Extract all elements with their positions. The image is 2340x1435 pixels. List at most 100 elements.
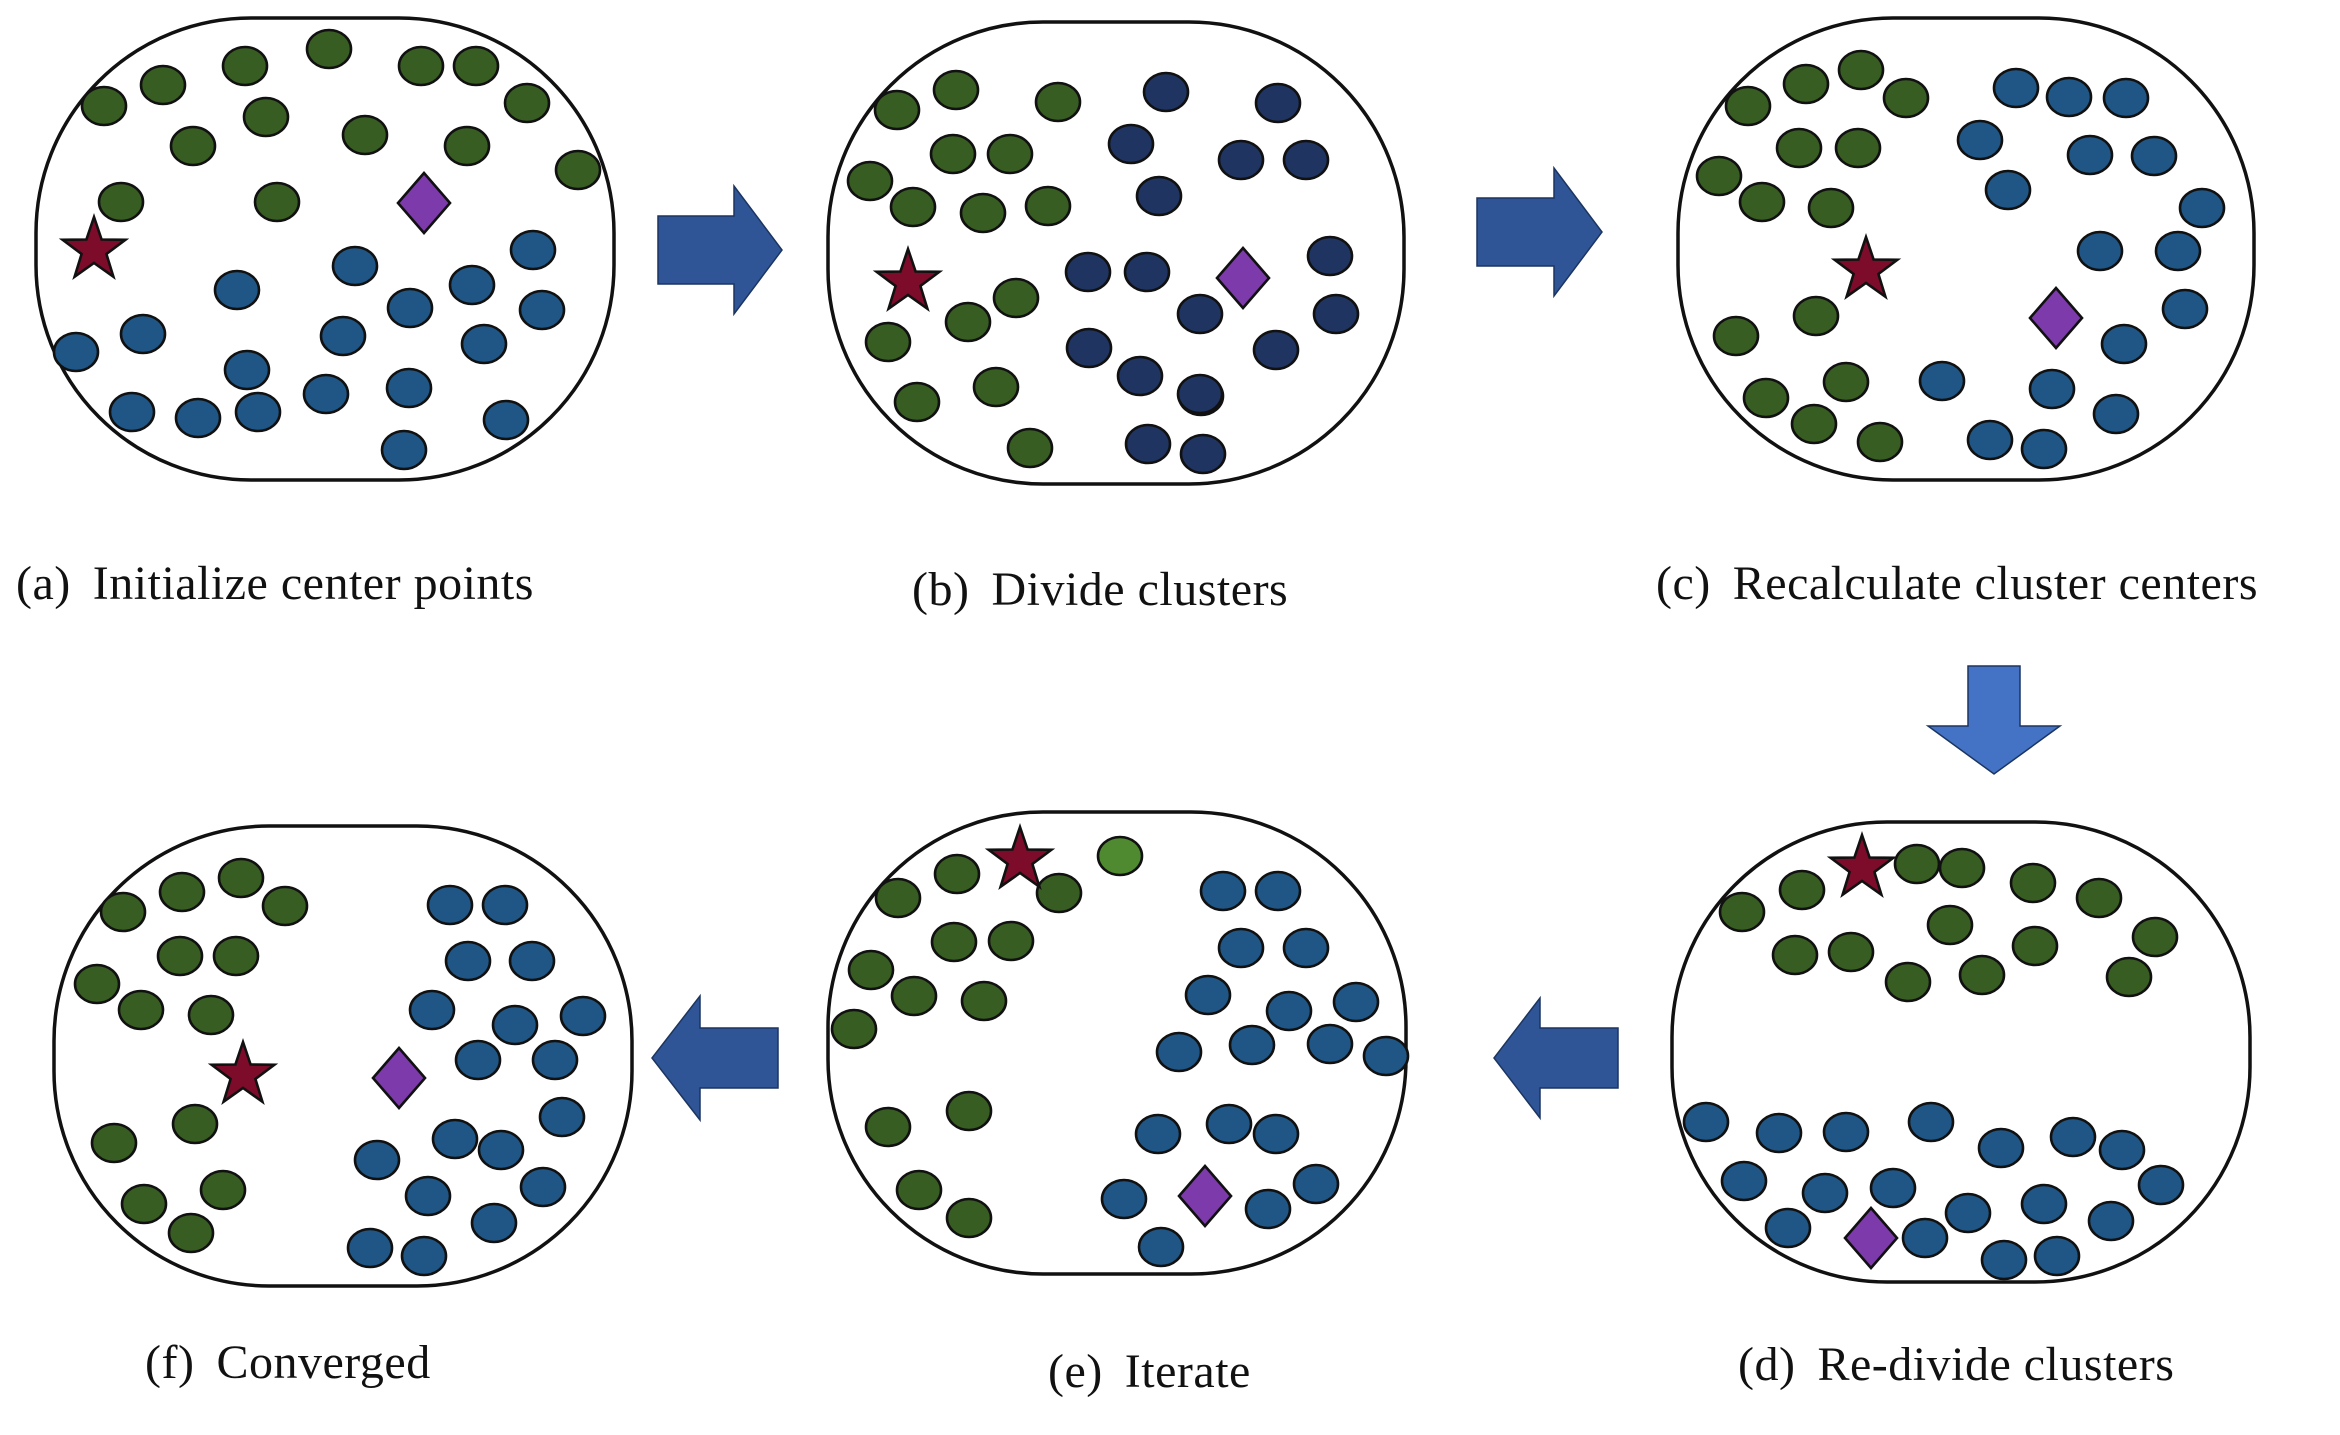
caption-e: (e)Iterate xyxy=(1048,1344,1251,1399)
panel-f-point-8 xyxy=(117,989,165,1031)
panel-a-star-icon xyxy=(58,212,130,280)
panel-d-point-9 xyxy=(1771,934,1819,976)
panel-c-point-15 xyxy=(1856,421,1904,463)
panel-d-point-1 xyxy=(1893,843,1941,885)
panel-a-point-3 xyxy=(221,45,269,87)
panel-e-point-15 xyxy=(1199,870,1247,912)
panel-c-star-icon xyxy=(1830,232,1902,300)
data-points xyxy=(52,28,2226,1281)
panel-c-point-25 xyxy=(2154,230,2202,272)
caption-f: (f)Converged xyxy=(145,1335,431,1390)
panel-a-diamond-icon xyxy=(396,171,452,235)
panel-f-point-29 xyxy=(519,1166,567,1208)
panel-f-point-30 xyxy=(470,1202,518,1244)
panel-a-point-29 xyxy=(234,391,282,433)
panel-f-point-14 xyxy=(167,1212,215,1254)
panel-b-box: (b) Divide clusters xyxy=(826,20,1406,486)
panel-f-point-32 xyxy=(400,1235,448,1277)
panel-e-point-4 xyxy=(1035,872,1083,914)
panel-c-point-14 xyxy=(1790,403,1838,445)
panel-d-point-19 xyxy=(1977,1127,2025,1169)
panel-b-point-24 xyxy=(1306,235,1354,277)
panel-f-point-26 xyxy=(477,1129,525,1171)
panel-f-point-24 xyxy=(538,1096,586,1138)
panel-c-point-24 xyxy=(2076,230,2124,272)
panel-a-point-21 xyxy=(119,313,167,355)
panel-b-point-2 xyxy=(932,69,980,111)
caption-c: (c)Recalculate cluster centers xyxy=(1656,556,2258,611)
panel-e-point-9 xyxy=(960,980,1008,1022)
panel-d-point-28 xyxy=(1944,1192,1992,1234)
panel-c-point-8 xyxy=(1738,181,1786,223)
panel-c-point-18 xyxy=(2102,77,2150,119)
panel-f-point-28 xyxy=(404,1175,452,1217)
panel-a-point-1 xyxy=(80,85,128,127)
panel-e-point-19 xyxy=(1184,974,1232,1016)
panel-c-point-4 xyxy=(1882,77,1930,119)
panel-c-point-10 xyxy=(1792,295,1840,337)
panel-c-point-30 xyxy=(2092,393,2140,435)
caption-d: (d)Re-divide clusters xyxy=(1738,1337,2174,1392)
panel-f-point-22 xyxy=(454,1039,502,1081)
panel-e-point-32 xyxy=(1137,1226,1185,1268)
panel-d-point-15 xyxy=(1682,1101,1730,1143)
panel-c-point-6 xyxy=(1834,127,1882,169)
panel-e-point-31 xyxy=(1244,1188,1292,1230)
panel-d-point-21 xyxy=(2098,1129,2146,1171)
panel-f-point-21 xyxy=(559,995,607,1037)
panel-d-point-7 xyxy=(1926,904,1974,946)
panel-e-point-24 xyxy=(1306,1023,1354,1065)
panel-d-point-2 xyxy=(1938,847,1986,889)
arrow-e-to-f-icon xyxy=(651,993,779,1123)
panel-boxes: (a) Initialize center points(b) Divide c… xyxy=(34,16,2256,1288)
caption-a-tag: (a) xyxy=(16,557,71,610)
panel-b-point-4 xyxy=(929,133,977,175)
panel-e-point-28 xyxy=(1134,1113,1182,1155)
panel-a-point-31 xyxy=(482,399,530,441)
panel-c-point-11 xyxy=(1712,315,1760,357)
panel-e-point-22 xyxy=(1155,1031,1203,1073)
panel-f-point-5 xyxy=(156,935,204,977)
panel-d-point-3 xyxy=(2009,862,2057,904)
panel-b-point-16 xyxy=(1142,71,1190,113)
panel-a-point-25 xyxy=(223,349,271,391)
panel-f-diamond-icon xyxy=(371,1046,427,1110)
panel-c-point-26 xyxy=(2161,288,2209,330)
panel-c-point-13 xyxy=(1742,377,1790,419)
panel-f-point-23 xyxy=(531,1039,579,1081)
panel-f-point-19 xyxy=(408,989,456,1031)
panel-e-point-10 xyxy=(830,1008,878,1050)
panel-b-point-31 xyxy=(1176,373,1224,415)
panel-a-point-4 xyxy=(305,28,353,70)
panel-d-point-18 xyxy=(1907,1101,1955,1143)
panel-e-point-6 xyxy=(987,920,1035,962)
panel-b-point-22 xyxy=(1064,251,1112,293)
panel-d-point-8 xyxy=(2131,916,2179,958)
panel-e-point-29 xyxy=(1292,1163,1340,1205)
panel-f-star-icon xyxy=(207,1037,279,1105)
panel-c-point-27 xyxy=(2100,323,2148,365)
panel-a-point-14 xyxy=(253,181,301,223)
panel-f-point-17 xyxy=(444,940,492,982)
panel-f-point-2 xyxy=(158,871,206,913)
panel-b-point-28 xyxy=(1252,329,1300,371)
panel-b-point-33 xyxy=(1179,433,1227,475)
panel-c-point-29 xyxy=(2028,368,2076,410)
panel-c-point-17 xyxy=(2045,76,2093,118)
panel-a-point-30 xyxy=(302,373,350,415)
panel-c-point-2 xyxy=(1782,63,1830,105)
arrow-c-to-d-icon xyxy=(1925,665,2063,775)
panel-c-point-31 xyxy=(1966,419,2014,461)
centroid-markers xyxy=(58,171,2084,1270)
panel-a-point-23 xyxy=(460,323,508,365)
panel-f-point-20 xyxy=(491,1004,539,1046)
caption-d-label: Re-divide clusters xyxy=(1817,1338,2175,1391)
panel-a-point-15 xyxy=(509,229,557,271)
panel-d-point-26 xyxy=(1764,1207,1812,1249)
panel-f-point-27 xyxy=(353,1139,401,1181)
panel-e-point-20 xyxy=(1265,990,1313,1032)
panel-d-point-6 xyxy=(1778,869,1826,911)
panel-b-point-10 xyxy=(992,277,1040,319)
panel-a-point-27 xyxy=(108,391,156,433)
